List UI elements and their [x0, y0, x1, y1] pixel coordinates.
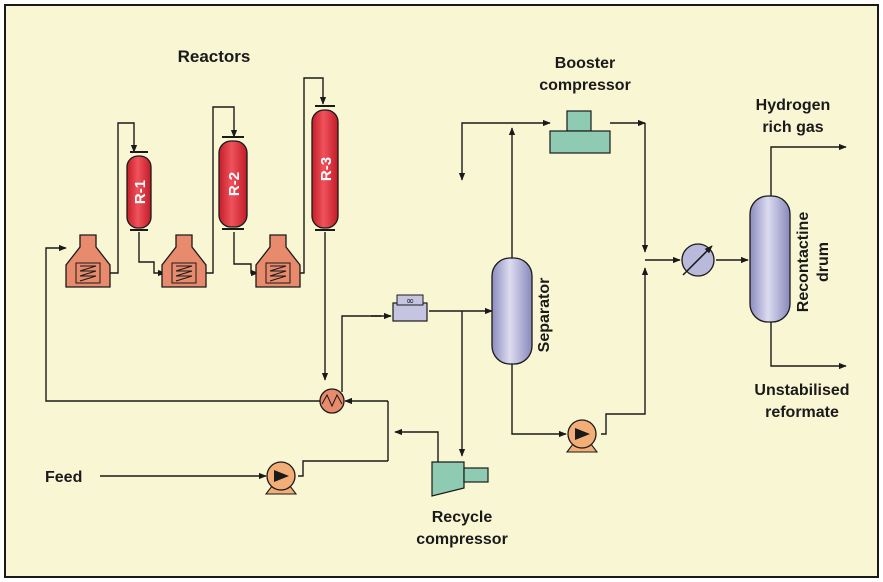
feed-label: Feed — [45, 469, 82, 486]
separator-liquid-line — [511, 364, 567, 438]
exchanger-to-heater1-line — [45, 244, 320, 402]
process-lines — [45, 77, 847, 480]
heat-exchanger-icon — [319, 388, 345, 414]
fired-heater-icon — [255, 234, 301, 288]
reformate-label-line2: reformate — [765, 404, 839, 421]
feed-pump-discharge — [298, 460, 388, 477]
fired-heater-icon — [65, 234, 111, 288]
recycle-compressor-label-line2: compressor — [416, 531, 508, 548]
separator-vessel — [491, 257, 533, 365]
gas-header-left — [458, 122, 512, 181]
reactor-r2-label: R-2 — [226, 172, 243, 196]
svg-text:∞: ∞ — [406, 296, 414, 307]
cooler-icon: ∞ — [392, 294, 428, 322]
r2-to-heater3-line — [233, 232, 259, 277]
hydrogen-gas-label-line2: rich gas — [762, 119, 823, 136]
compressor-icon — [431, 461, 489, 497]
hydrogen-outlet-line — [770, 143, 847, 198]
cooler-icon — [681, 243, 715, 277]
recontact-drum-label-line1: Recontactine — [795, 212, 812, 313]
r1-to-heater2-line — [138, 232, 166, 277]
recontact-drum-label-line2: drum — [815, 242, 832, 282]
reactors-label: Reactors — [178, 47, 251, 66]
booster-compressor-label-line1: Booster — [555, 55, 615, 72]
reactor-r3-label: R-3 — [318, 157, 335, 181]
heater1-to-r1-line — [110, 122, 138, 274]
recycle-compressor-label-line1: Recycle — [432, 509, 493, 526]
reactor-r1-label: R-1 — [132, 180, 149, 204]
booster-compressor-label-line2: compressor — [539, 77, 631, 94]
compressor-icon — [549, 110, 611, 154]
reformate-outlet-line — [770, 322, 847, 370]
liquid-pump-discharge — [601, 267, 649, 435]
pump-icon — [264, 461, 298, 495]
pump-icon — [565, 419, 599, 453]
reactor-r3 — [311, 105, 339, 231]
separator-label: Separator — [536, 278, 553, 353]
heater2-to-r2-line — [206, 106, 238, 274]
heater3-to-r3-line — [299, 77, 327, 274]
fired-heater-icon — [161, 234, 207, 288]
hydrogen-gas-label-line1: Hydrogen — [756, 97, 831, 114]
recycle-to-mix-line — [394, 428, 439, 468]
reactor-r1 — [126, 151, 152, 231]
reformate-label-line1: Unstabilised — [754, 382, 849, 399]
reactor-r2 — [218, 136, 248, 230]
recontact-drum-vessel — [749, 195, 791, 323]
